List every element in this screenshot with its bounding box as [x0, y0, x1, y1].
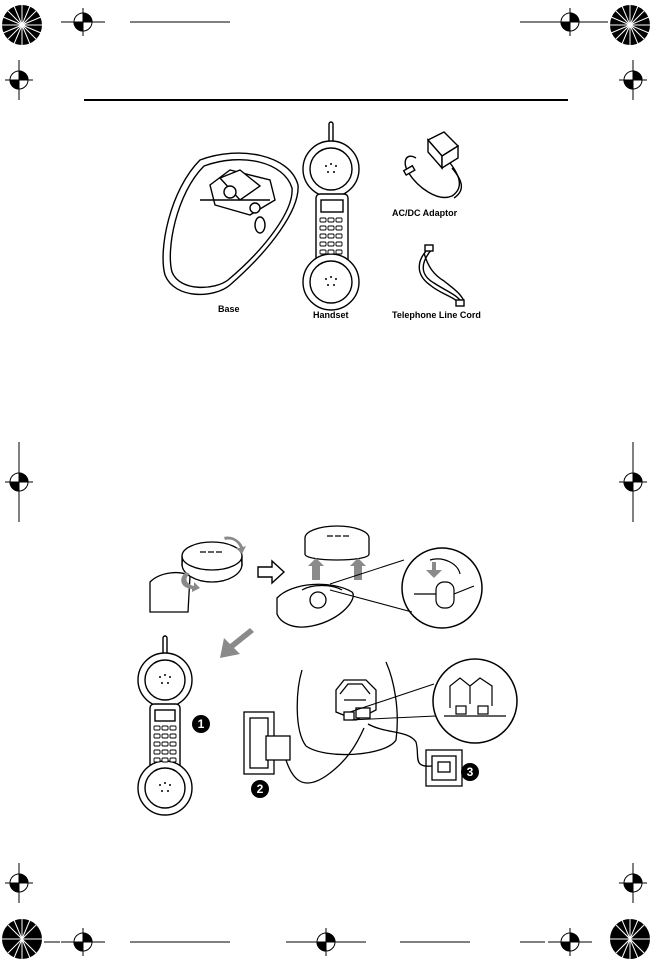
- step-1-badge: 1: [192, 715, 210, 733]
- step-3-badge: 3: [461, 763, 479, 781]
- step-2-badge: 2: [251, 780, 269, 798]
